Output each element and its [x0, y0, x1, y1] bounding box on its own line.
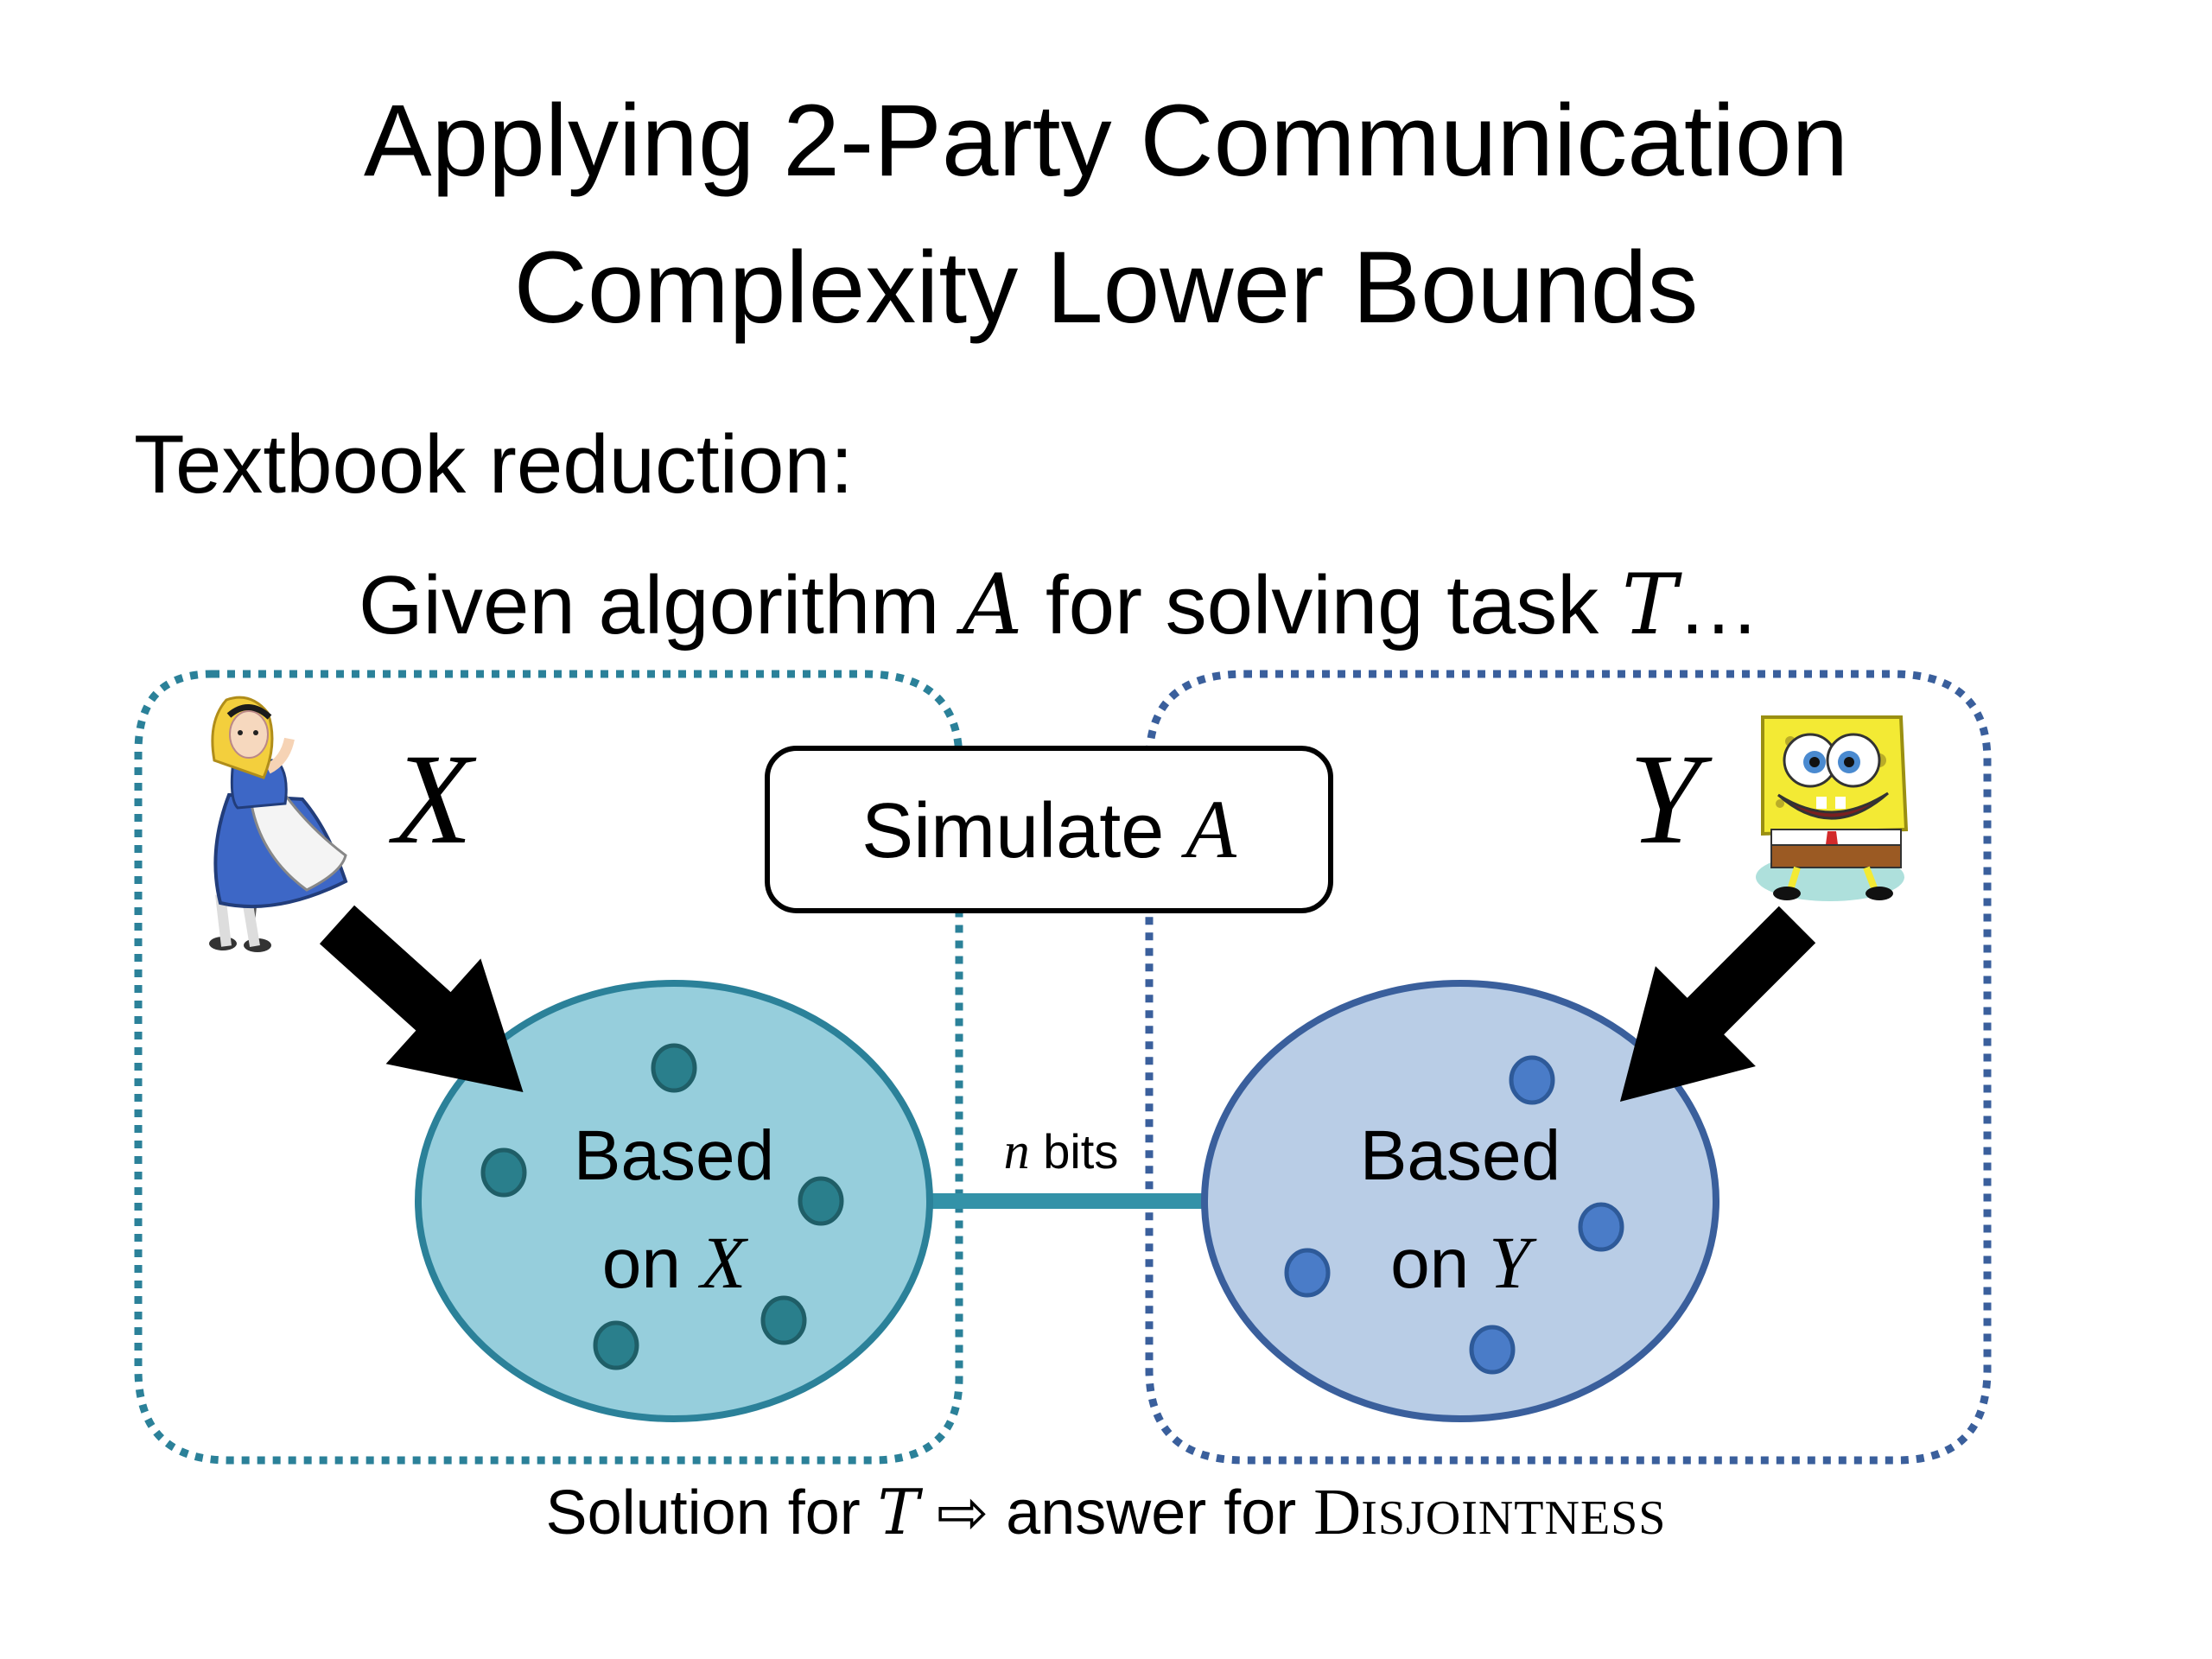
alice-input-var: X	[389, 728, 477, 871]
bob-blob-line-1: Based	[1360, 1116, 1561, 1195]
alice-blob-line-2: on X	[602, 1221, 749, 1304]
disjointness-rest: ISJOINTNESS	[1361, 1491, 1667, 1545]
task-variable: T	[1621, 556, 1677, 653]
simulate-label: Simulate A	[861, 783, 1236, 875]
alice-dot	[760, 1295, 807, 1345]
alice-arrow-icon	[319, 905, 524, 1093]
alice-dot	[651, 1043, 697, 1093]
channel-var: n	[1004, 1122, 1030, 1179]
bob-blob	[1201, 980, 1719, 1422]
disjointness-first-letter: D	[1313, 1476, 1362, 1548]
alice-dot	[480, 1147, 527, 1198]
spongebob-character-icon	[1756, 715, 1909, 901]
bob-dot	[1284, 1248, 1331, 1298]
given-statement: Given algorithm A for solving task T…	[359, 553, 1760, 658]
given-middle: for solving task	[1022, 559, 1622, 652]
simulate-word: Simulate	[861, 788, 1185, 874]
bob-blob-var: Y	[1489, 1221, 1537, 1304]
bob-blob-line-2: on Y	[1390, 1221, 1537, 1304]
conclusion-statement: Solution for T ⇨ answer for DISJOINTNESS	[0, 1469, 2212, 1561]
footer-prefix: Solution for	[545, 1478, 878, 1548]
footer-middle: answer for	[1006, 1478, 1314, 1548]
alice-blob-on: on	[602, 1224, 701, 1303]
bob-region	[1145, 670, 1992, 1465]
alice-region	[134, 670, 963, 1465]
given-prefix: Given algorithm	[359, 559, 963, 652]
simulate-box	[765, 746, 1333, 913]
bob-arrow-icon	[1619, 906, 1816, 1103]
bob-dot	[1509, 1055, 1555, 1105]
footer-task-variable: T	[877, 1476, 919, 1548]
bob-dot	[1469, 1325, 1516, 1375]
channel-label: n bits	[1004, 1122, 1119, 1179]
bob-input-var: Y	[1629, 728, 1713, 871]
alice-blob-var: X	[698, 1221, 749, 1304]
subheading: Textbook reduction:	[134, 418, 854, 511]
alice-blob-line-1: Based	[574, 1116, 775, 1195]
simulate-var: A	[1180, 783, 1236, 875]
given-suffix: …	[1676, 559, 1760, 652]
slide-title-line-1: Applying 2-Party Communication	[363, 84, 1849, 198]
alice-character-icon	[209, 696, 348, 952]
implies-arrow-icon: ⇨	[918, 1478, 1007, 1548]
bob-dot	[1578, 1202, 1624, 1252]
slide-title-line-2: Complexity Lower Bounds	[513, 231, 1699, 345]
alice-dot	[798, 1176, 844, 1226]
algorithm-variable: A	[962, 556, 1023, 653]
channel-bits: bits	[1030, 1124, 1119, 1179]
bob-blob-on: on	[1390, 1224, 1489, 1303]
alice-dot	[593, 1320, 639, 1370]
